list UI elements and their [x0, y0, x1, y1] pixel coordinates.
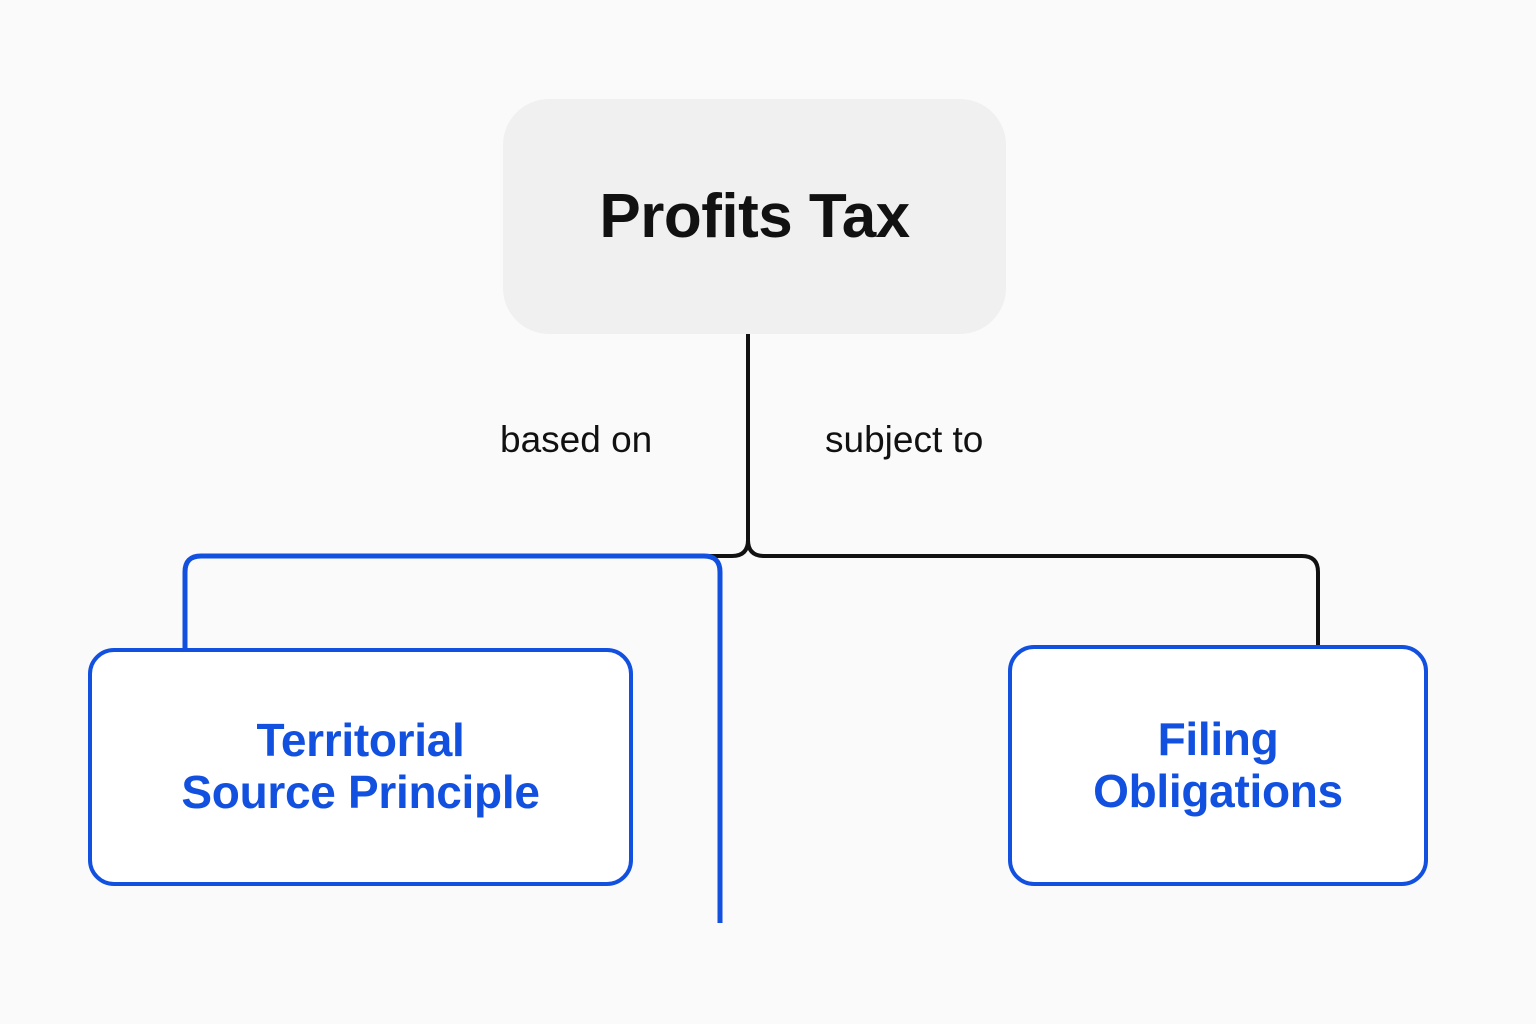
edge-label-subject-to: subject to [825, 419, 984, 460]
trunk-connector [746, 334, 1320, 645]
node-filing-obligations[interactable]: Filing Obligations [1008, 645, 1428, 886]
trunk-connector-left-stub [700, 539, 750, 558]
edge-label-based-on: based on [500, 419, 653, 460]
node-filing-obligations-label: Filing Obligations [1093, 712, 1343, 817]
node-territorial-source-principle[interactable]: Territorial Source Principle [88, 648, 633, 886]
node-profits-tax-label: Profits Tax [599, 181, 910, 251]
node-profits-tax[interactable]: Profits Tax [503, 99, 1006, 334]
node-territorial-source-principle-label: Territorial Source Principle [181, 714, 540, 818]
